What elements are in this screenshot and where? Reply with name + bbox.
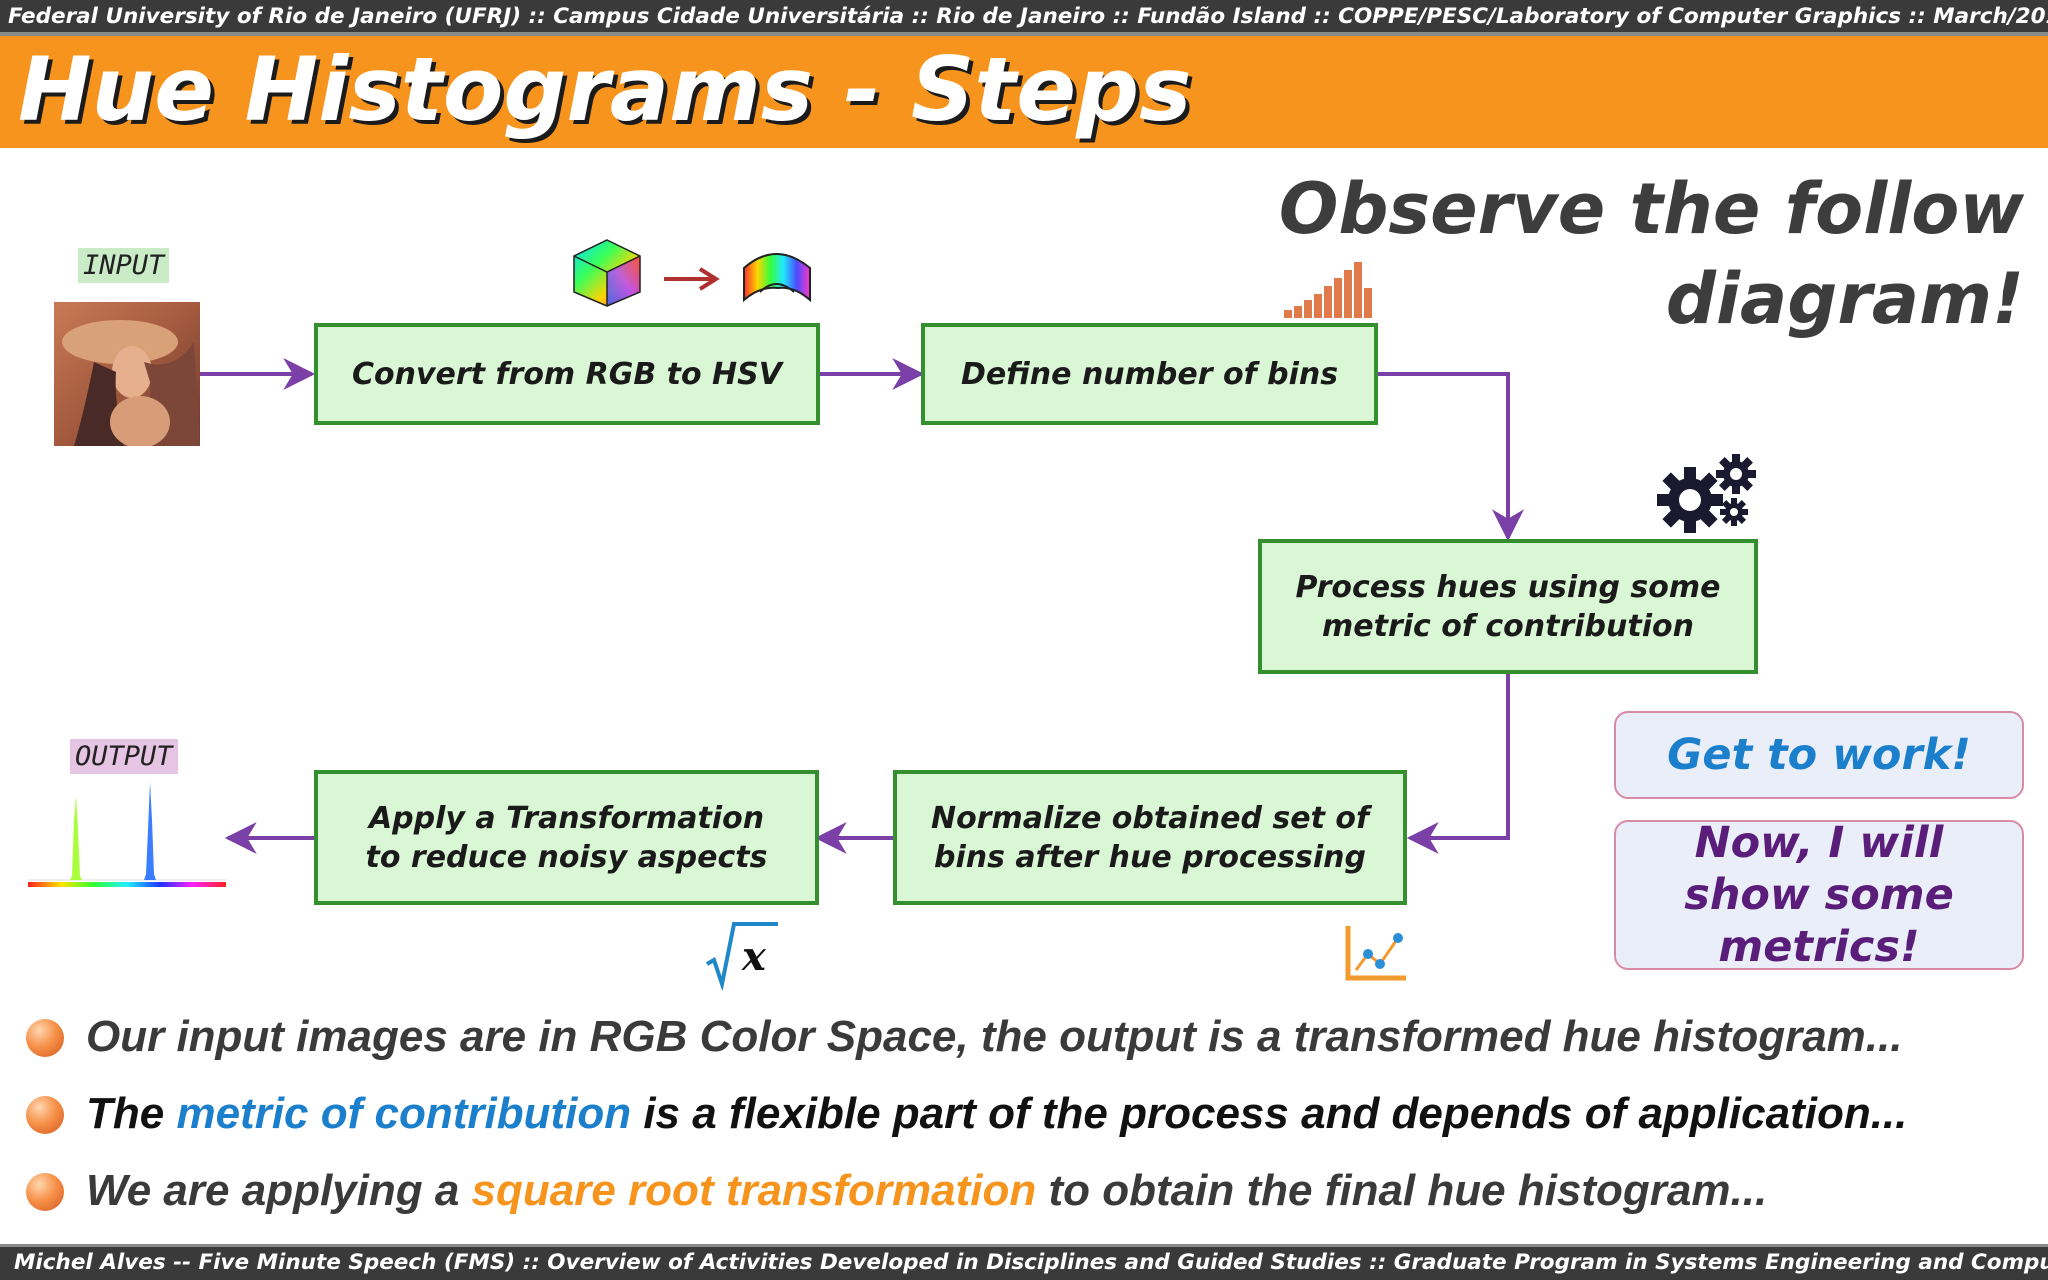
bullet-2-text-pre: The xyxy=(86,1089,177,1138)
rgb-cube-icon xyxy=(573,239,641,307)
bullet-3-text-pre: We are applying a xyxy=(86,1166,472,1215)
bullet-2: The metric of contribution is a flexible… xyxy=(26,1084,2046,1144)
step-convert-rgb-to-hsv: Convert from RGB to HSV xyxy=(314,323,820,425)
observe-line-2: diagram! xyxy=(1665,258,2024,340)
show-metrics-callout: Now, I will show some metrics! xyxy=(1614,818,2024,972)
title-bar: Hue Histograms - Steps xyxy=(0,36,2048,148)
svg-text:x: x xyxy=(741,933,767,980)
bullet-3-highlight: square root transformation xyxy=(471,1166,1037,1215)
header-breadcrumb: Federal University of Rio de Janeiro (UF… xyxy=(0,0,2048,36)
show-metrics-text: Now, I will show some metrics! xyxy=(1684,818,1954,972)
step-define-number-of-bins: Define number of bins xyxy=(921,323,1378,425)
gears-icon xyxy=(1657,454,1756,533)
footer-bar: Michel Alves -- Five Minute Speech (FMS)… xyxy=(0,1244,2048,1280)
bullet-1-text: Our input images are in RGB Color Space,… xyxy=(86,1012,1903,1061)
get-to-work-callout: Get to work! xyxy=(1614,711,2024,799)
bullet-3: We are applying a square root transforma… xyxy=(26,1161,2046,1221)
bullet-dot-icon xyxy=(26,1096,64,1134)
arrow-bins-to-process xyxy=(1378,372,1524,542)
input-portrait-image xyxy=(54,302,200,446)
histogram-bars-icon xyxy=(1284,262,1372,318)
step-convert-label: Convert from RGB to HSV xyxy=(352,356,782,392)
step-process-hues: Process hues using some metric of contri… xyxy=(1258,539,1758,674)
bullet-dot-icon xyxy=(26,1173,64,1211)
square-root-icon: x xyxy=(706,922,778,990)
output-hue-histogram-icon xyxy=(28,782,226,887)
output-label: OUTPUT xyxy=(70,739,178,774)
get-to-work-text: Get to work! xyxy=(1667,730,1971,780)
slide-title: Hue Histograms - Steps xyxy=(18,38,1192,141)
step-normalize-bins: Normalize obtained set of bins after hue… xyxy=(893,770,1407,905)
bullet-3-text-post: to obtain the final hue histogram... xyxy=(1036,1166,1768,1215)
input-label: INPUT xyxy=(78,248,170,283)
bullet-1: Our input images are in RGB Color Space,… xyxy=(26,1007,2046,1067)
bullet-dot-icon xyxy=(26,1019,64,1057)
step-process-label: Process hues using some metric of contri… xyxy=(1295,569,1721,644)
observe-caption: Observe the follow diagram! xyxy=(1124,164,2024,344)
step-apply-transformation: Apply a Transformation to reduce noisy a… xyxy=(314,770,819,905)
step-apply-label: Apply a Transformation to reduce noisy a… xyxy=(365,800,768,875)
observe-line-1: Observe the follow xyxy=(1278,168,2024,250)
step-normalize-label: Normalize obtained set of bins after hue… xyxy=(930,800,1370,875)
line-chart-icon xyxy=(1345,926,1406,981)
bullet-2-highlight: metric of contribution xyxy=(176,1089,632,1138)
hsv-cone-icon xyxy=(743,253,811,303)
step-bins-label: Define number of bins xyxy=(960,356,1339,392)
bullet-2-text-post: is a flexible part of the process and de… xyxy=(631,1089,1908,1138)
arrow-process-to-normalize xyxy=(1406,672,1510,854)
arrow-right-icon xyxy=(664,267,720,291)
